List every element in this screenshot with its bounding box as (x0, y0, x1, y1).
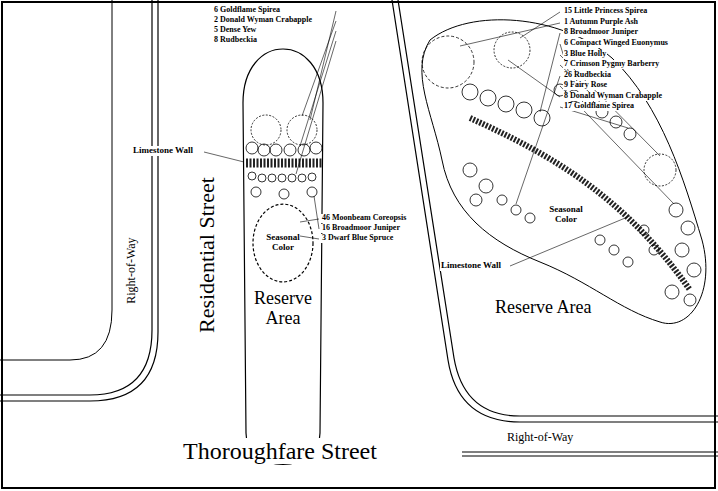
plant-callout: 7 Crimson Pygmy Barberry (563, 60, 660, 69)
plant-callout: 5 Dense Yew (213, 26, 257, 35)
plant-callout: 26 Rudbeckia (563, 71, 612, 80)
plant-callout: 9 Fairy Rose (563, 81, 608, 90)
reserve-island: Reserve Area Seasonal Color (240, 35, 326, 467)
bed-plantings (422, 32, 701, 306)
node-text-wrap: Seasonal Color (252, 203, 314, 283)
street-name: Thoroughfare Street (182, 438, 378, 464)
right-of-way-label: Right-of-Way (125, 236, 138, 304)
plant-callout: 8 Rudbeckia (213, 36, 258, 45)
limestone-wall (246, 159, 322, 168)
plant-callout: 6 Compact Winged Euonymus (563, 39, 669, 48)
bed-label: Seasonal Color (545, 205, 587, 225)
bed-label: Seasonal Color (256, 233, 310, 253)
right-of-way-line (0, 0, 112, 360)
plant-callout: 3 Dwarf Blue Spruce (321, 234, 394, 243)
island-plantings (246, 115, 322, 199)
limestone-wall (470, 118, 690, 290)
plant-callout: 15 Little Princess Spirea (563, 7, 648, 16)
plant-callout: 8 Broadmoor Juniper (563, 28, 639, 37)
plant-callout: 1 Autumn Purple Ash (563, 18, 639, 27)
area-label: Reserve Area (240, 289, 326, 329)
leader-lines (204, 11, 674, 266)
plant-callout: 2 Donald Wyman Crabapple (213, 16, 313, 25)
curb-line (0, 0, 152, 395)
right-of-way-line (462, 456, 718, 457)
node-text-wrap: Reserve Area (240, 289, 326, 329)
plant-callout: 17 Goldflame Spirea (563, 102, 635, 111)
plant-callout: 6 Goldflame Spirea (213, 6, 281, 15)
street-name: Residential Street (195, 176, 219, 334)
planting-bed (422, 20, 706, 324)
wall-callout: Limestone Wall (440, 261, 502, 271)
right-of-way-line (462, 452, 718, 453)
curb-line (392, 0, 718, 422)
right-of-way-label: Right-of-Way (506, 431, 574, 444)
plant-callout: 3 Blue Holly (563, 50, 607, 59)
curb-line (398, 0, 718, 416)
wall-callout: Limestone Wall (132, 146, 194, 156)
seasonal-color-bed: Seasonal Color (252, 203, 314, 283)
curb-line (0, 0, 158, 401)
plant-callout: 16 Broadmoor Juniper (321, 224, 401, 233)
area-label: Reserve Area (494, 298, 592, 318)
plant-callout: 8 Donald Wyman Crabapple (563, 92, 663, 101)
plant-callout: 46 Moonbeam Coreopsis (321, 214, 407, 223)
